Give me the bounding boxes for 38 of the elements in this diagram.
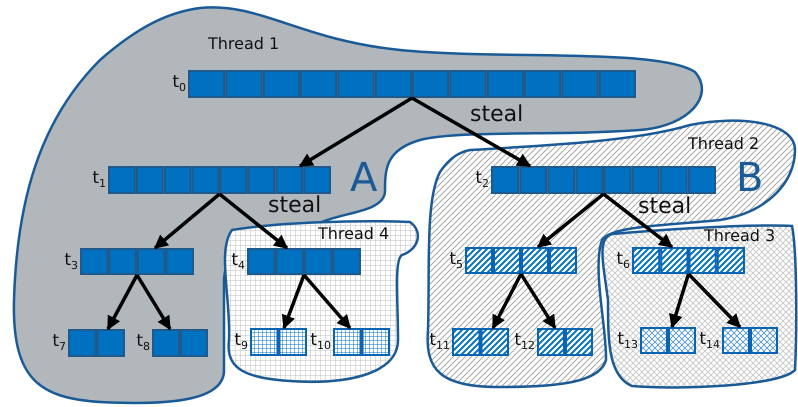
arrow [154, 192, 221, 250]
edge-label: steal [470, 103, 524, 127]
thread-label: Thread 1 [208, 35, 280, 53]
task-label: t$_{9}$ [233, 330, 248, 354]
task-label: t$_{12}$ [513, 330, 535, 354]
arrow [106, 274, 139, 330]
arrow [602, 192, 674, 248]
task-label: t$_{7}$ [51, 331, 66, 355]
task-label: t$_{8}$ [135, 331, 150, 355]
node-group-letter: A [350, 158, 378, 198]
task-label: t$_{0}$ [171, 72, 186, 96]
thread-label: Thread 3 [704, 227, 776, 245]
edge-label: steal [638, 195, 692, 219]
task-label: t$_{5}$ [448, 248, 463, 272]
node-group-letter: B [736, 158, 764, 198]
task-label: t$_{3}$ [63, 250, 78, 274]
edge-label: steal [268, 194, 322, 218]
arrow [520, 273, 556, 330]
arrow [536, 192, 605, 248]
arrow [669, 273, 690, 328]
arrow [302, 274, 352, 330]
arrow [218, 192, 288, 250]
task-label: t$_{4}$ [230, 250, 245, 274]
arrow [298, 96, 413, 168]
task-label: t$_{1}$ [91, 168, 106, 192]
arrow [282, 274, 306, 330]
task-label: t$_{2}$ [474, 168, 489, 192]
task-label: t$_{6}$ [615, 248, 630, 272]
task-label: t$_{11}$ [428, 330, 450, 354]
task-label: t$_{13}$ [616, 328, 638, 352]
arrow [687, 272, 742, 328]
task-label: t$_{10}$ [309, 330, 331, 354]
thread-label: Thread 2 [688, 135, 760, 153]
arrow [491, 273, 523, 330]
arrow [136, 274, 172, 330]
thread-label: Thread 4 [318, 225, 390, 243]
arrow [411, 96, 532, 168]
task-label: t$_{14}$ [698, 328, 720, 352]
